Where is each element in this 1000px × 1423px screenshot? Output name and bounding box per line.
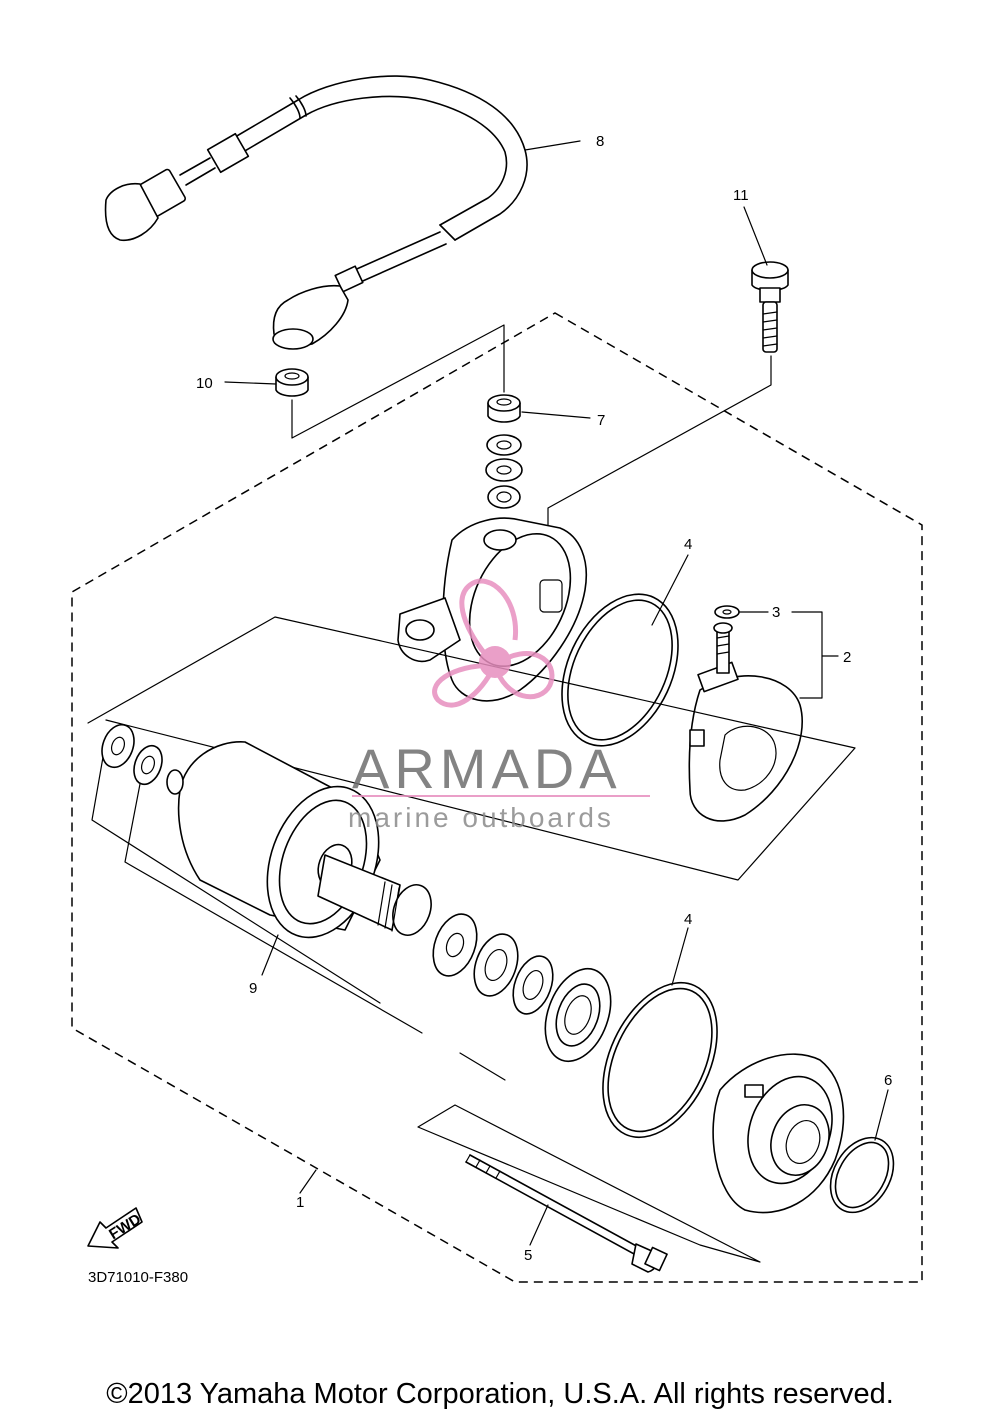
o-ring-6 [829,1136,895,1214]
washer-stack [485,434,523,509]
washer-mid-1 [432,913,478,977]
rear-cover [712,1053,845,1214]
callout-7: 7 [597,412,605,429]
armada-watermark: ARMADA marine outboards [348,578,650,833]
nut-7 [487,394,521,423]
propeller-logo [432,578,555,708]
washer-left-1 [101,723,135,769]
callout-4-lower: 4 [684,911,692,928]
callout-1: 1 [296,1194,304,1211]
forward-direction-badge: FWD [87,1207,144,1249]
callout-3: 3 [772,604,780,621]
oil-seal [544,967,612,1063]
callout-8: 9 [249,980,257,997]
propeller-hub [479,646,511,678]
nut-10 [275,368,309,397]
bolt-11 [547,261,789,581]
o-ring-upper [561,593,679,747]
watermark-brand: ARMADA [352,737,622,800]
washer-left-2 [133,744,163,786]
washer-mid-3 [512,955,554,1015]
washer-mid-2 [473,933,519,997]
through-bolt [465,1154,668,1273]
callout-6: 6 [884,1072,892,1089]
copyright-footer: ©2013 Yamaha Motor Corporation, U.S.A. A… [106,1378,894,1410]
callout-10: 10 [196,375,213,392]
starter-cable [104,75,528,350]
callout-9: 8 [596,133,604,150]
armature-yoke [166,741,432,939]
starter-motor-exploded-diagram: FWD 8 11 10 7 4 3 2 4 9 6 1 5 3D71010-F3… [71,75,923,1286]
callout-4-upper: 4 [684,536,692,553]
watermark-tagline: marine outboards [348,802,614,833]
assembly-boundary [71,312,923,1283]
callout-5: 5 [524,1247,532,1264]
diagram-code: 3D71010-F380 [88,1269,188,1286]
callout-11: 11 [733,187,749,204]
brush-holder-plate [688,605,803,822]
o-ring-lower [602,981,718,1139]
callout-2: 2 [843,649,851,666]
